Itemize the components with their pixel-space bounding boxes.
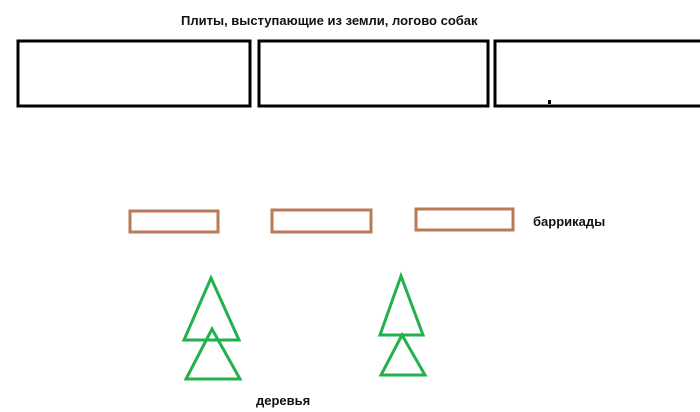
slab-3: [493, 39, 700, 108]
tree-1-bottom: [183, 325, 243, 381]
diagram-title: Плиты, выступающие из земли, логово соба…: [181, 13, 478, 28]
slab-1: [16, 39, 252, 108]
tree-1-top: [181, 274, 242, 342]
trees-label: деревья: [256, 393, 311, 408]
tree-2-top: [377, 271, 426, 337]
trees: [181, 271, 428, 381]
slabs: [16, 39, 700, 108]
barricades-label: баррикады: [533, 214, 606, 229]
barricade-3: [414, 207, 515, 232]
barricade-2: [270, 208, 373, 234]
slab-2: [257, 39, 490, 108]
tree-2-bottom: [378, 331, 428, 377]
barricade-1: [128, 209, 220, 234]
barricades: [128, 207, 515, 234]
slab-mark: [548, 100, 551, 104]
